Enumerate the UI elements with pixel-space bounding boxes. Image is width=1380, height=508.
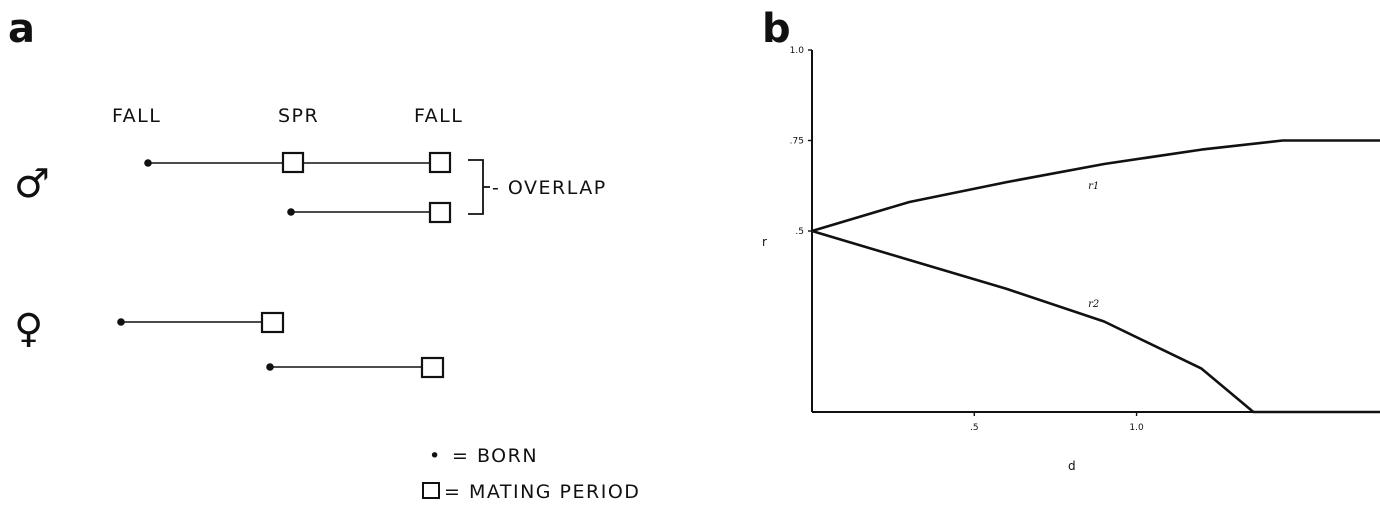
season-header-spring: SPR	[278, 105, 319, 127]
y-tick-label: .5	[795, 227, 804, 237]
x-tick-label: .5	[970, 423, 979, 433]
female-symbol-icon: ♀	[14, 306, 43, 352]
male-timeline-1	[144, 151, 452, 174]
panel-a-letter: a	[8, 6, 35, 52]
season-header-fall-1: FALL	[112, 105, 161, 127]
y-tick-label: .75	[790, 137, 804, 147]
legend-born-text: = BORN	[452, 445, 538, 467]
female-timeline-1	[117, 311, 285, 334]
female-timeline-2	[266, 356, 445, 379]
panel-b-letter: b	[762, 6, 791, 52]
male-symbol-icon: ♂	[14, 161, 50, 207]
chart-b: r d .5 .75 1.0 .5 1.0 r1 r2	[762, 46, 1380, 473]
series-label-r1: r1	[1088, 181, 1099, 192]
season-header-fall-2: FALL	[414, 105, 463, 127]
y-axis-label: r	[762, 235, 767, 249]
series-line-r2	[811, 229, 1380, 414]
legend: • = BORN = MATING PERIOD	[422, 445, 640, 503]
series-label-r2: r2	[1088, 299, 1099, 310]
male-timeline-2	[287, 201, 452, 224]
y-tick-label: 1.0	[790, 46, 805, 56]
overlap-label: - OVERLAP	[492, 177, 607, 199]
legend-mating-text: = MATING PERIOD	[444, 481, 640, 503]
x-tick-label: 1.0	[1129, 423, 1144, 433]
series-line-r1	[811, 139, 1380, 233]
x-axis-label: d	[1068, 459, 1076, 473]
overlap-bracket	[468, 159, 490, 215]
legend-mating-symbol	[422, 482, 440, 499]
legend-born-symbol: •	[429, 445, 442, 467]
